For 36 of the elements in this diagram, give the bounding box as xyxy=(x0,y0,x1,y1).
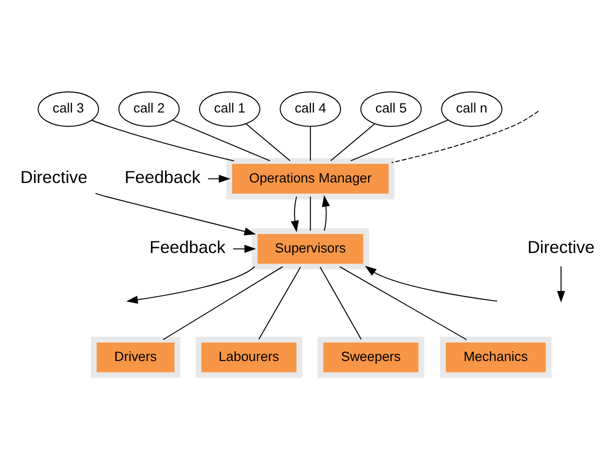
node-ellipse: call 4 xyxy=(280,90,342,126)
node-ellipse: call 3 xyxy=(38,90,99,126)
node-text: Directive xyxy=(527,236,595,257)
connector xyxy=(320,266,362,340)
node-ellipse: call 1 xyxy=(199,90,260,126)
arrow xyxy=(322,194,330,231)
connector xyxy=(246,122,291,161)
arrow xyxy=(290,196,299,232)
node-ellipse: call 5 xyxy=(360,90,422,126)
connector xyxy=(339,266,467,340)
node-box: Mechanics xyxy=(440,336,552,378)
node-box: Operations Manager xyxy=(226,158,394,199)
connector xyxy=(162,266,284,340)
connector xyxy=(172,118,270,161)
arrow xyxy=(126,266,256,304)
node-box: Drivers xyxy=(90,336,180,378)
arrow xyxy=(364,265,498,302)
arrow xyxy=(95,192,256,235)
node-text: Feedback xyxy=(150,236,226,257)
connector xyxy=(350,118,449,161)
connector xyxy=(310,196,311,231)
connector xyxy=(330,122,376,161)
connector xyxy=(258,266,301,340)
node-text: Feedback xyxy=(124,166,200,186)
connector xyxy=(310,126,311,161)
arrow xyxy=(557,265,566,302)
node-box: Sweepers xyxy=(318,336,424,378)
node-box: Supervisors xyxy=(252,228,369,270)
node-box: Labourers xyxy=(196,336,302,378)
arrow xyxy=(208,174,230,182)
connector xyxy=(91,119,234,161)
connector xyxy=(391,110,539,163)
arrow xyxy=(232,244,256,252)
node-ellipse: call 2 xyxy=(118,90,180,126)
node-text: Directive xyxy=(20,166,88,186)
node-ellipse: call n xyxy=(441,90,502,126)
